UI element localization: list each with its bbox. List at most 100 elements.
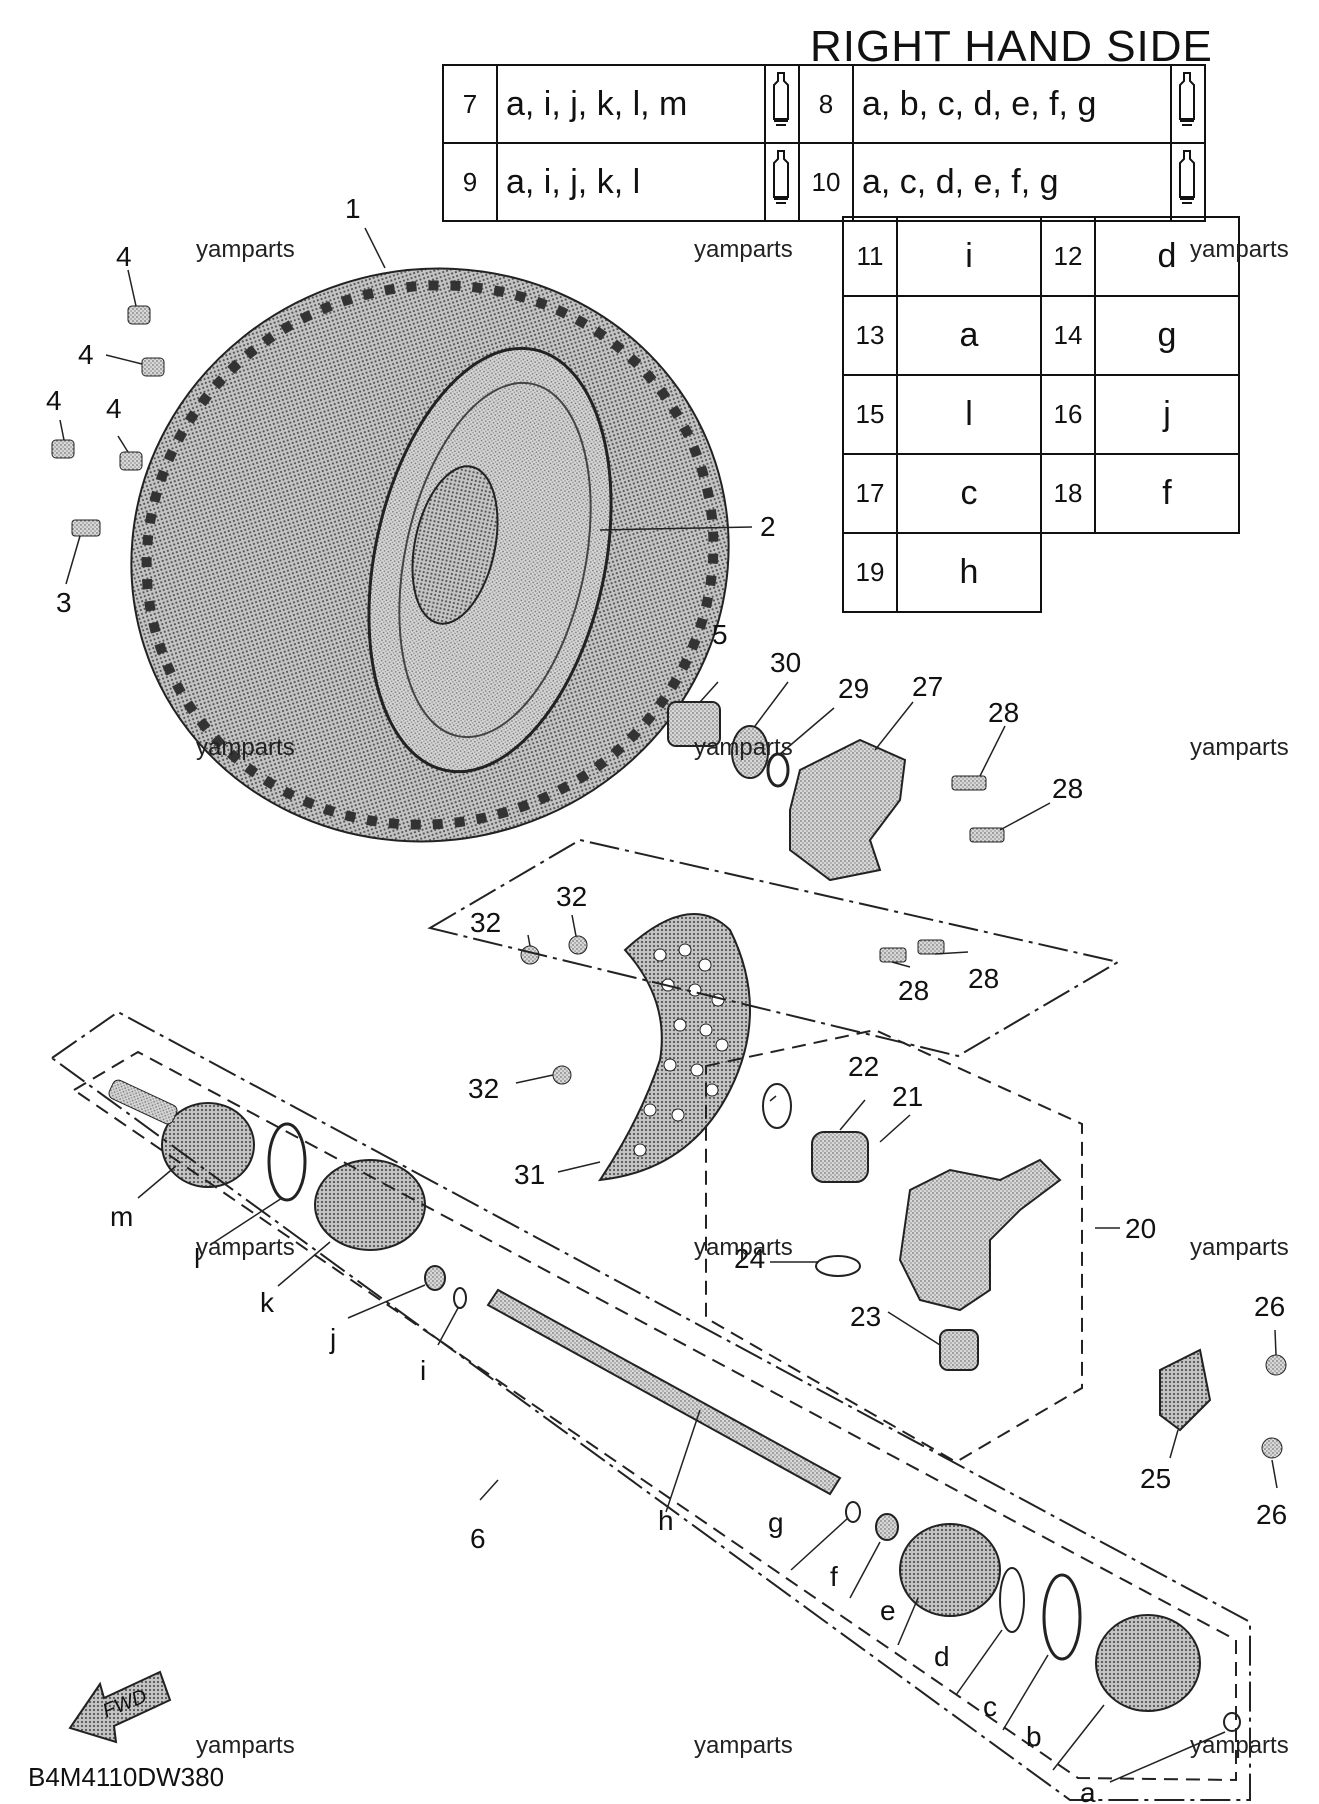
- map-row: 15 l 16 j: [842, 374, 1240, 455]
- grease-tube-icon: [764, 64, 800, 144]
- hub-cap: [667, 701, 721, 747]
- callout-label: 23: [850, 1301, 881, 1332]
- callout-label: f: [830, 1561, 838, 1592]
- watermark: yamparts: [694, 734, 793, 761]
- callout-label: 22: [848, 1051, 879, 1082]
- watermark: yamparts: [1190, 1732, 1289, 1759]
- circlip: [845, 1501, 861, 1523]
- kit-row: 7 a, i, j, k, l, m 8 a, b, c, d, e, f, g: [442, 64, 1206, 144]
- circlip: [815, 1255, 861, 1277]
- part-letter: d: [1094, 216, 1240, 297]
- watermark: yamparts: [196, 1732, 295, 1759]
- leader-lines: [59, 227, 1278, 1783]
- watermark: yamparts: [1190, 734, 1289, 761]
- map-row: 17 c 18 f: [842, 453, 1240, 534]
- callout-label: j: [329, 1323, 336, 1354]
- callout-label: 26: [1254, 1291, 1285, 1322]
- boot-band: [999, 1567, 1025, 1633]
- callout-label: 20: [1125, 1213, 1156, 1244]
- callout-label: m: [110, 1201, 133, 1232]
- wheel-stud: [71, 519, 101, 537]
- washer: [766, 752, 790, 788]
- axle-nut: [731, 725, 769, 779]
- part-letter-table: 11 i 12 d 13 a 14 g 15 l 16 j 17 c 18 f …: [842, 216, 1240, 613]
- callout-label: e: [880, 1595, 896, 1626]
- kit-contents: a, i, j, k, l: [496, 142, 766, 222]
- grease-tube-icon: [1170, 64, 1206, 144]
- part-number: 15: [842, 374, 898, 455]
- callout-label: 25: [1140, 1463, 1171, 1494]
- callout-labels: 1 2 3 4 4 4 4 5 6 20 21 22 23 24 25 26 2…: [46, 193, 1287, 1804]
- part-number: 11: [842, 216, 898, 297]
- callout-label: 26: [1256, 1499, 1287, 1530]
- callout-label: 32: [468, 1073, 499, 1104]
- grease-tube-icon: [1170, 142, 1206, 222]
- constant-velocity-joint: [108, 1079, 255, 1188]
- kit-number: 10: [798, 142, 854, 222]
- callout-label: 3: [56, 587, 72, 618]
- lug-nut: [141, 357, 165, 377]
- callout-label: 32: [556, 881, 587, 912]
- kit-row: 9 a, i, j, k, l 10 a, c, d, e, f, g: [442, 142, 1206, 222]
- part-letter: a: [896, 295, 1042, 376]
- screw: [520, 945, 540, 965]
- callout-label: 28: [988, 697, 1019, 728]
- part-letter: i: [896, 216, 1042, 297]
- bolt: [969, 827, 1005, 843]
- dust-cover: [1159, 1348, 1212, 1432]
- watermark: yamparts: [196, 1234, 295, 1261]
- bearing: [811, 1131, 869, 1183]
- brake-disc-guard: [597, 913, 751, 1182]
- callout-label: d: [934, 1641, 950, 1672]
- repair-kit-table: 7 a, i, j, k, l, m 8 a, b, c, d, e, f, g…: [442, 64, 1206, 222]
- callout-label: 24: [734, 1243, 765, 1274]
- callout-label: 4: [78, 339, 94, 370]
- circlip: [453, 1287, 467, 1309]
- callout-label: 4: [46, 385, 62, 416]
- callout-label: a: [1080, 1777, 1096, 1804]
- circlip: [762, 1083, 792, 1129]
- circlip: [1223, 1712, 1241, 1732]
- part-number: 13: [842, 295, 898, 376]
- callout-label: 4: [116, 241, 132, 272]
- callout-label: 1: [345, 193, 361, 224]
- forward-arrow-icon: FWD: [68, 1670, 172, 1744]
- map-row: 11 i 12 d: [842, 216, 1240, 297]
- kit-number: 9: [442, 142, 498, 222]
- bolt: [879, 947, 907, 963]
- dust-boot: [899, 1523, 1001, 1617]
- callout-label: 5: [712, 619, 728, 650]
- watermark: yamparts: [694, 1234, 793, 1261]
- map-row: 13 a 14 g: [842, 295, 1240, 376]
- watermark: yamparts: [694, 1732, 793, 1759]
- part-letter: f: [1094, 453, 1240, 534]
- watermark: yamparts: [196, 236, 295, 263]
- part-letter: c: [896, 453, 1042, 534]
- grease-tube-icon: [764, 142, 800, 222]
- lug-nut: [51, 439, 75, 459]
- kit-contents: a, i, j, k, l, m: [496, 64, 766, 144]
- screw: [552, 1065, 572, 1085]
- lug-nut: [127, 305, 151, 325]
- watermark: yamparts: [694, 236, 793, 263]
- screw: [1261, 1437, 1283, 1459]
- callout-label: c: [983, 1691, 997, 1722]
- callout-label: l: [194, 1243, 200, 1274]
- callout-label: 6: [470, 1523, 486, 1554]
- callout-label: b: [1026, 1721, 1042, 1752]
- part-letter: l: [896, 374, 1042, 455]
- callout-label: 28: [1052, 773, 1083, 804]
- steering-knuckle: [898, 1158, 1062, 1312]
- bolt: [917, 939, 945, 955]
- map-row: 19 h: [842, 532, 1239, 613]
- callout-label: i: [420, 1355, 426, 1386]
- watermark: yamparts: [196, 734, 295, 761]
- diagram-title: RIGHT HAND SIDE: [810, 22, 1213, 71]
- callout-label: 28: [898, 975, 929, 1006]
- hub-bracket: [789, 738, 907, 882]
- part-letter: g: [1094, 295, 1240, 376]
- bolt: [951, 775, 987, 791]
- screw: [1265, 1354, 1287, 1376]
- boot-band: [267, 1122, 307, 1202]
